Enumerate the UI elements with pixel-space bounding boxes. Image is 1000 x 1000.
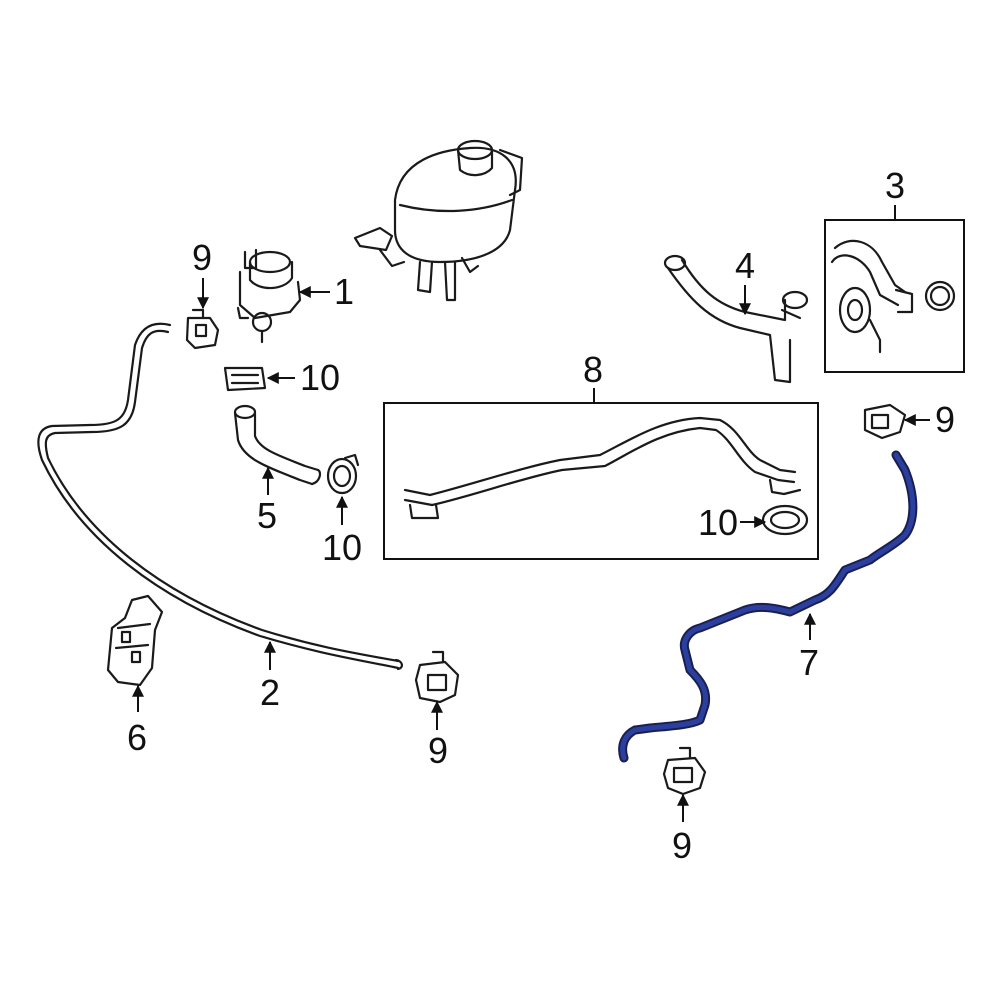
clamp-9-c (863, 403, 907, 440)
thermostat-housing (830, 239, 956, 354)
callout-10a: 10 (300, 357, 340, 398)
part-8-box (383, 402, 819, 560)
callout-1: 1 (334, 271, 354, 312)
callout-5: 5 (257, 495, 277, 536)
hose-8 (403, 416, 809, 536)
callout-9a: 9 (192, 237, 212, 278)
bracket-6 (106, 594, 164, 687)
clamp-9-a (185, 308, 220, 350)
clamp-10-b (326, 453, 360, 495)
callout-8: 8 (583, 349, 603, 390)
callout-7: 7 (799, 642, 819, 683)
callout-9c: 9 (935, 399, 955, 440)
clamp-9-b (414, 650, 460, 704)
callout-10c: 10 (698, 502, 738, 543)
hose-7-highlighted (618, 450, 918, 763)
callout-6: 6 (127, 717, 147, 758)
hose-5 (233, 404, 322, 486)
callout-10b: 10 (322, 527, 362, 568)
clamp-10-a (223, 366, 267, 392)
callout-9d: 9 (672, 825, 692, 866)
callout-9b: 9 (428, 730, 448, 771)
hose-2 (37, 322, 403, 671)
coolant-reservoir (353, 139, 524, 302)
clamp-9-d (662, 746, 707, 796)
callout-3: 3 (885, 165, 905, 206)
callout-2: 2 (260, 672, 280, 713)
hose-7-fill (620, 452, 916, 761)
callout-4: 4 (735, 245, 755, 286)
aux-water-pump (236, 248, 302, 344)
